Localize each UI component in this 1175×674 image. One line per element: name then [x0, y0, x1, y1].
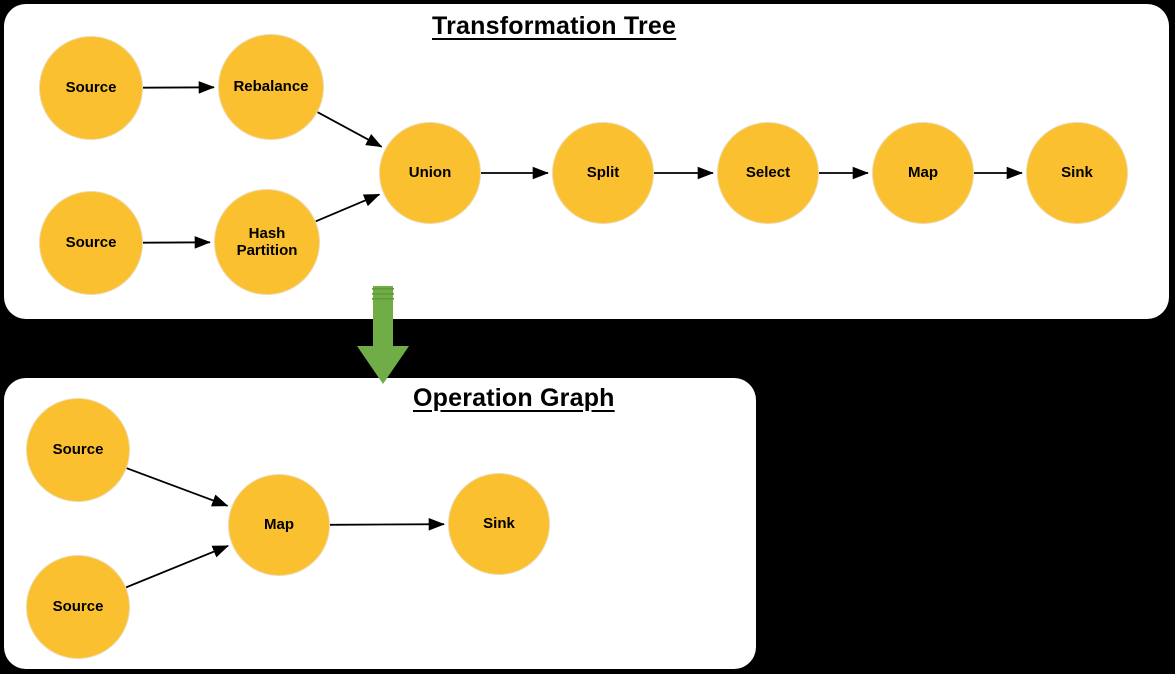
- node-tt-map[interactable]: Map: [873, 123, 973, 223]
- node-label: Sink: [1061, 164, 1093, 182]
- node-tt-source-2[interactable]: Source: [40, 192, 142, 294]
- node-label: Hash Partition: [236, 224, 298, 259]
- node-tt-rebalance[interactable]: Rebalance: [219, 35, 323, 139]
- node-tt-source-1[interactable]: Source: [40, 37, 142, 139]
- node-label: Split: [586, 164, 620, 182]
- node-tt-select[interactable]: Select: [718, 123, 818, 223]
- panel-title-transformation-tree: Transformation Tree: [432, 12, 677, 40]
- node-tt-union[interactable]: Union: [380, 123, 480, 223]
- node-og-source-2[interactable]: Source: [27, 556, 129, 658]
- node-label: Map: [908, 164, 938, 182]
- node-label: Source: [52, 441, 104, 459]
- node-tt-sink[interactable]: Sink: [1027, 123, 1127, 223]
- node-label: Union: [408, 164, 452, 182]
- node-og-source-1[interactable]: Source: [27, 399, 129, 501]
- node-label: Select: [745, 164, 791, 182]
- node-tt-split[interactable]: Split: [553, 123, 653, 223]
- node-label: Map: [264, 516, 294, 534]
- node-label: Source: [65, 79, 117, 97]
- panel-title-operation-graph: Operation Graph: [413, 384, 615, 412]
- node-og-map[interactable]: Map: [229, 475, 329, 575]
- node-tt-hash-partition[interactable]: Hash Partition: [215, 190, 319, 294]
- node-label: Source: [65, 234, 117, 252]
- node-og-sink[interactable]: Sink: [449, 474, 549, 574]
- node-label: Rebalance: [233, 78, 309, 96]
- node-label: Sink: [483, 515, 515, 533]
- down-arrow-icon: [357, 286, 409, 384]
- node-label: Source: [52, 598, 104, 616]
